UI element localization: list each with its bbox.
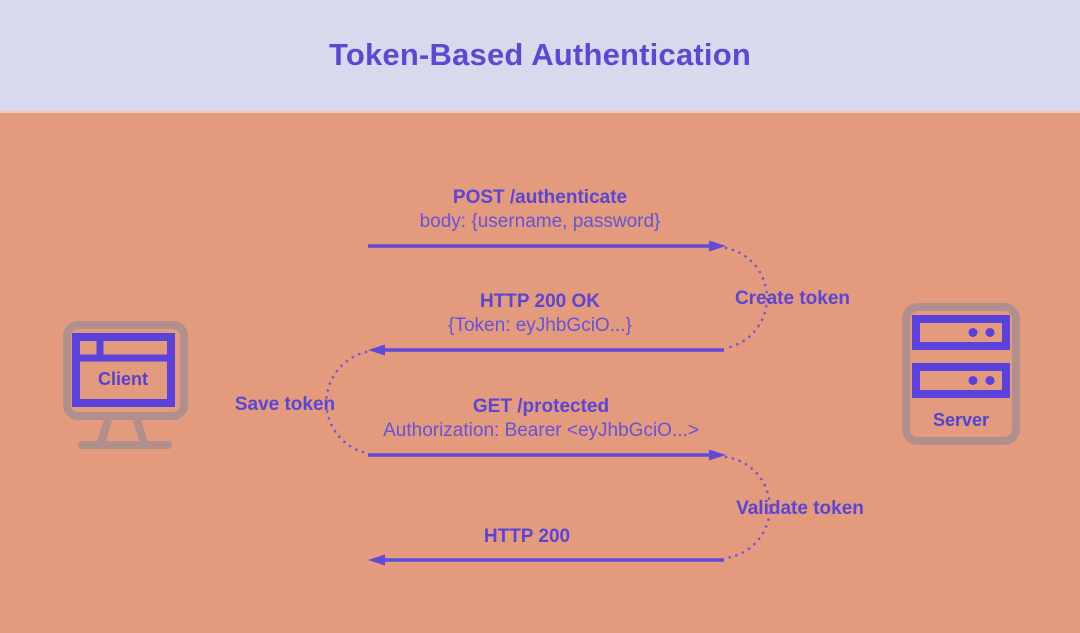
server-cabinet xyxy=(902,303,1020,445)
message-2: HTTP 200 OK {Token: eyJhbGciO...} xyxy=(305,290,775,338)
server-led-3 xyxy=(968,376,978,385)
create-token-loop xyxy=(724,246,769,350)
save-token-label: Save token xyxy=(234,394,336,415)
validate-token-label: Validate token xyxy=(736,498,864,519)
message-3-title: GET /protected xyxy=(472,396,610,417)
server-led-2 xyxy=(985,328,995,337)
message-4-title: HTTP 200 xyxy=(483,526,571,547)
sequence-board: Client Server POST /authenticate body: {… xyxy=(0,113,1080,633)
message-3: GET /protected Authorization: Bearer <ey… xyxy=(306,395,776,443)
arrowhead-left-2 xyxy=(368,554,385,566)
create-token-label: Create token xyxy=(734,288,851,309)
server-label: Server xyxy=(932,410,990,430)
message-1-title: POST /authenticate xyxy=(452,187,628,208)
monitor-stand xyxy=(97,418,148,445)
server-led-4 xyxy=(985,376,995,385)
client-label: Client xyxy=(97,369,148,389)
page-title: Token-Based Authentication xyxy=(328,36,751,72)
message-flow-arrows xyxy=(325,240,772,566)
browser-window xyxy=(72,333,175,407)
arrowhead-right-2 xyxy=(709,449,726,461)
message-1: POST /authenticate body: {username, pass… xyxy=(305,186,775,234)
message-1-body: body: {username, password} xyxy=(419,211,661,232)
client-icon xyxy=(63,321,188,449)
message-3-body: Authorization: Bearer <eyJhbGciO...> xyxy=(383,420,699,441)
arrowhead-left-1 xyxy=(368,344,385,356)
server-rack-unit-1 xyxy=(912,315,1010,350)
message-2-title: HTTP 200 OK xyxy=(479,291,601,312)
validate-token-loop xyxy=(724,455,772,560)
message-2-body: {Token: eyJhbGciO...} xyxy=(448,315,632,336)
arrowhead-right-1 xyxy=(709,240,726,252)
server-rack-unit-2 xyxy=(912,363,1010,398)
monitor-frame xyxy=(63,321,188,420)
title-bar: Token-Based Authentication xyxy=(0,0,1080,113)
server-led-1 xyxy=(968,328,978,337)
message-4: HTTP 200 xyxy=(292,525,762,549)
server-icon xyxy=(902,303,1020,445)
